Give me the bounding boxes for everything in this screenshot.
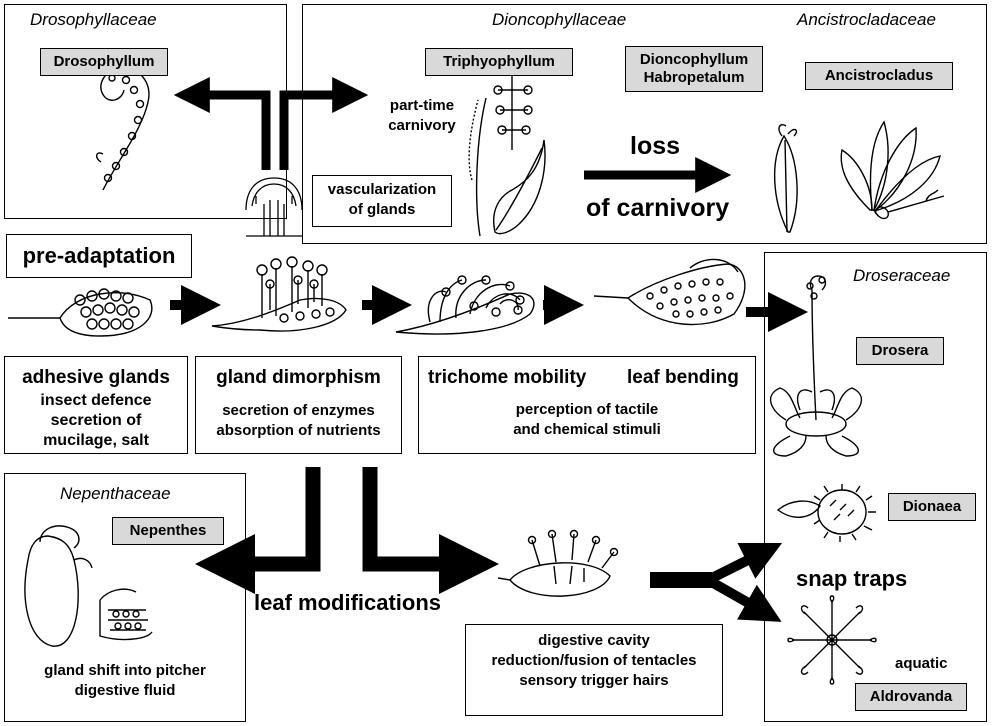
arrow-to-drosophyllum — [173, 77, 271, 170]
family-drosophyllaceae: Drosophyllaceae — [30, 10, 157, 29]
arrow-to-dionaea — [705, 542, 783, 585]
genus-drosera: Drosera — [856, 337, 944, 365]
dioncophyllum-leaf-sketch — [773, 124, 798, 233]
genus-drosophyllum: Drosophyllum — [40, 48, 168, 76]
arrow-to-nepenthes — [195, 467, 321, 594]
vascularization-box — [312, 175, 452, 227]
label-loss: loss — [630, 132, 681, 160]
stage-mobility-title: trichome mobility — [428, 367, 587, 388]
stage-pitcher-detail: gland shift into pitcher digestive fluid — [44, 662, 206, 699]
bending-leaf-sketch — [593, 258, 746, 326]
ancistrocladus-sketch — [840, 120, 945, 220]
family-dioncophyllaceae: Dioncophyllaceae — [492, 10, 627, 29]
genus-triphyophyllum: Triphyophyllum — [425, 48, 573, 76]
stage-adhesive-title: adhesive glands — [22, 367, 170, 388]
dimorphic-gland-leaf-sketch — [211, 256, 347, 332]
aldrovanda-sketch — [787, 595, 877, 685]
label-snap-traps: snap traps — [796, 566, 908, 591]
adhesive-glands-box — [4, 356, 188, 454]
genus-aldrovanda: Aldrovanda — [855, 683, 967, 711]
adhesive-leaf-sketch — [8, 288, 153, 337]
arrow-to-part-time-carnivory — [279, 77, 369, 170]
stage-dimorphism-title: gland dimorphism — [216, 367, 381, 388]
label-aquatic: aquatic — [895, 655, 948, 672]
nepenthaceae-panel — [4, 473, 246, 722]
arrow-to-snap-trap — [362, 467, 499, 594]
stage-mobility-detail: perception of tactile and chemical stimu… — [513, 401, 661, 438]
stage-cavity-detail: digestive cavity reduction/fusion of ten… — [491, 632, 697, 689]
genus-dionaea: Dionaea — [888, 493, 976, 521]
nepenthes-sketch — [24, 525, 153, 647]
gland-dimorphism-box — [195, 356, 402, 454]
label-leaf-modifications: leaf modifications — [254, 590, 442, 615]
family-droseraceae: Droseraceae — [853, 266, 951, 285]
stage-adhesive-detail: insect defence secretion of mucilage, sa… — [40, 392, 152, 449]
pre-adaptation-box — [6, 234, 192, 278]
genus-ancistrocladus: Ancistrocladus — [805, 62, 953, 90]
drosophyllum-sketch — [96, 67, 150, 191]
triphyophyllum-sketch — [468, 76, 546, 237]
family-nepenthaceae: Nepenthaceae — [60, 484, 171, 503]
label-vascularization: vascularization of glands — [327, 181, 437, 218]
drosera-sketch — [769, 275, 863, 457]
genus-dioncophyllum-habropetalum: Dioncophyllum Habropetalum — [625, 46, 763, 92]
dionaea-sketch — [776, 484, 876, 542]
stage-dimorphism-detail: secretion of enzymes absorption of nutri… — [216, 402, 381, 439]
snap-trap-leaf-sketch — [497, 529, 619, 597]
genus-nepenthes: Nepenthes — [112, 517, 224, 545]
gland-cross-section-sketch — [245, 177, 303, 237]
arrow-to-aldrovanda — [705, 575, 782, 622]
mobile-trichome-leaf-sketch — [395, 275, 535, 335]
label-pre-adaptation: pre-adaptation — [22, 243, 176, 268]
family-ancistrocladaceae: Ancistrocladaceae — [797, 10, 936, 29]
label-part-time-carnivory: part-time carnivory — [388, 97, 456, 134]
label-of-carnivory: of carnivory — [586, 194, 730, 222]
digestive-cavity-box — [465, 624, 723, 716]
trichome-mobility-box — [418, 356, 756, 454]
stage-leaf-bending-title: leaf bending — [627, 367, 739, 388]
